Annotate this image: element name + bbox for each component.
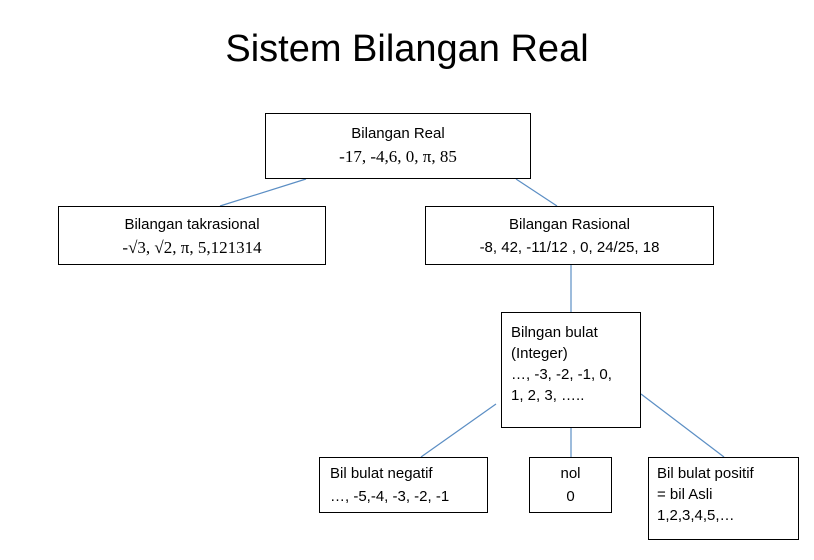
connector-real-rational bbox=[515, 178, 558, 207]
node-examples-line-2: 1, 2, 3, ….. bbox=[511, 387, 585, 404]
node-examples: -17, -4,6, 0, π, 85 bbox=[339, 147, 457, 166]
node-examples-line-1: …, -3, -2, -1, 0, bbox=[511, 366, 612, 383]
node-examples: -√3, √2, π, 5,121314 bbox=[122, 238, 262, 257]
node-label: nol bbox=[560, 465, 581, 482]
node-nol: nol 0 bbox=[529, 457, 612, 513]
node-sublabel: (Integer) bbox=[511, 345, 568, 362]
node-label: Bilangan Rasional bbox=[509, 216, 630, 233]
connector-integer-negative bbox=[420, 403, 497, 458]
connector-real-irrational bbox=[219, 178, 307, 207]
diagram-title: Sistem Bilangan Real bbox=[225, 28, 589, 70]
node-label: Bilngan bulat bbox=[511, 324, 598, 341]
node-bilangan-real: Bilangan Real -17, -4,6, 0, π, 85 bbox=[265, 113, 531, 179]
node-examples: 1,2,3,4,5,… bbox=[657, 507, 735, 524]
node-bilangan-takrasional: Bilangan takrasional -√3, √2, π, 5,12131… bbox=[58, 206, 326, 265]
node-label: Bilangan Real bbox=[351, 125, 445, 142]
node-examples: …, -5,-4, -3, -2, -1 bbox=[330, 488, 450, 505]
node-bilangan-bulat: Bilngan bulat (Integer) …, -3, -2, -1, 0… bbox=[501, 312, 641, 428]
node-label: Bilangan takrasional bbox=[124, 216, 260, 233]
node-bil-bulat-negatif: Bil bulat negatif …, -5,-4, -3, -2, -1 bbox=[319, 457, 488, 513]
node-label: Bil bulat negatif bbox=[330, 465, 433, 482]
node-bil-bulat-positif: Bil bulat positif = bil Asli 1,2,3,4,5,… bbox=[648, 457, 799, 540]
node-examples: -8, 42, -11/12 , 0, 24/25, 18 bbox=[479, 239, 660, 256]
connector-integer-positive bbox=[640, 393, 725, 458]
node-sublabel: = bil Asli bbox=[657, 486, 713, 503]
node-label: Bil bulat positif bbox=[657, 465, 754, 482]
node-examples: 0 bbox=[566, 488, 575, 505]
node-bilangan-rasional: Bilangan Rasional -8, 42, -11/12 , 0, 24… bbox=[425, 206, 714, 265]
